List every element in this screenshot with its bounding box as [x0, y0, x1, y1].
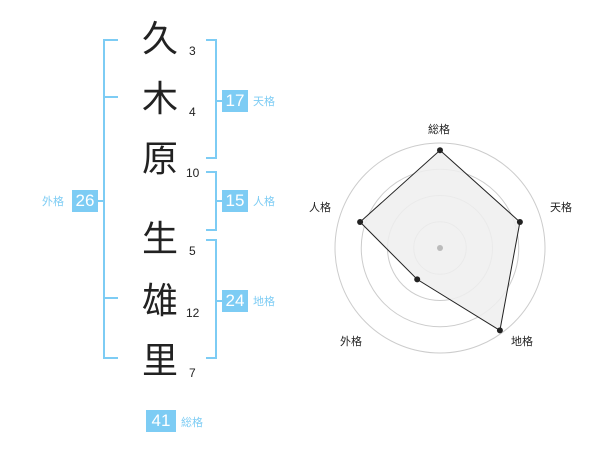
name-char-5: 雄	[141, 281, 178, 322]
gaikaku-score: 26	[72, 190, 98, 212]
jinkaku-score: 15	[222, 190, 248, 212]
name-char-2: 木	[141, 79, 178, 120]
jinkaku-label: 人格	[253, 195, 275, 208]
radar-axis-label-chikaku: 地格	[511, 335, 533, 348]
radar-axis-label-soukaku: 総格	[428, 123, 450, 136]
name-char-6: 里	[141, 341, 178, 382]
stroke-count-6: 7	[189, 366, 196, 380]
name-char-4: 生	[141, 219, 178, 260]
tenkaku-bracket	[206, 39, 217, 159]
chikaku-label: 地格	[253, 295, 275, 308]
radar-point-2	[516, 219, 523, 225]
radar-center-dot	[437, 245, 443, 251]
soukaku-label: 総格	[181, 416, 203, 429]
stroke-count-1: 3	[189, 44, 196, 58]
soukaku-score: 41	[146, 410, 176, 432]
gaikaku-label: 外格	[42, 195, 64, 208]
radar-axis-label-tenkaku: 天格	[550, 201, 572, 214]
stroke-count-2: 4	[189, 105, 196, 119]
tenkaku-label: 天格	[253, 95, 275, 108]
name-char-1: 久	[141, 19, 178, 60]
radar-axis-label-gaikaku: 外格	[340, 335, 362, 348]
name-char-3: 原	[141, 139, 178, 180]
radar-point-4	[414, 276, 421, 283]
radar-point-1	[437, 147, 443, 154]
radar-axis-label-jinkaku: 人格	[309, 201, 331, 214]
chikaku-bracket	[206, 239, 217, 359]
radar-area	[359, 149, 521, 332]
radar-point-5	[357, 219, 364, 225]
stroke-count-5: 12	[186, 306, 200, 320]
gaikaku-bracket	[103, 39, 118, 359]
chikaku-score: 24	[222, 290, 248, 312]
radar-grid-ring-4	[334, 142, 546, 354]
stroke-count-3: 10	[186, 166, 200, 180]
radar-point-3	[496, 327, 503, 334]
tenkaku-score: 17	[222, 90, 248, 112]
stroke-count-4: 5	[189, 244, 196, 258]
